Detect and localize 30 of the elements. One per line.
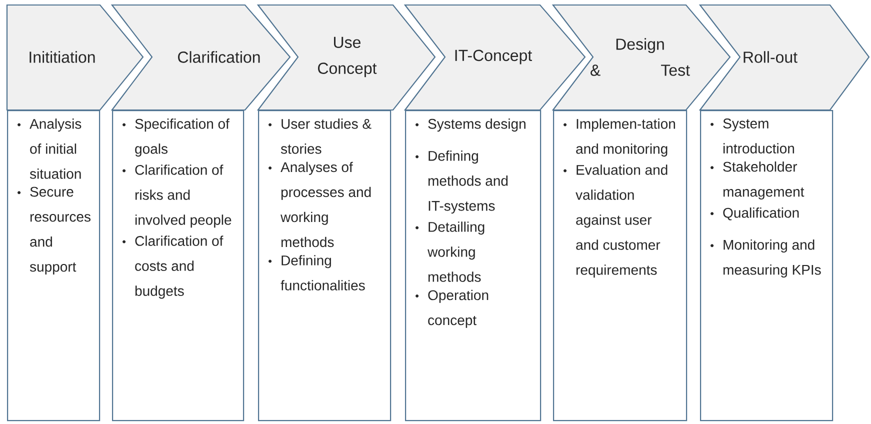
bullet-item: Detailling working methods — [416, 222, 484, 282]
bullet-item: Clarification of risks and involved people — [122, 164, 232, 228]
step-box — [112, 110, 244, 422]
bullet-item: Defining methods and IT-systems — [416, 150, 508, 214]
step-box — [700, 110, 834, 422]
bullet-item: Defining functionalities — [268, 255, 365, 290]
bullet-item: Secure resources and support — [18, 186, 90, 274]
bullet-item: Clarification of costs and budgets — [122, 236, 224, 299]
bullet-item: System introduction — [710, 118, 794, 154]
bullet-item: Operation concept — [416, 290, 488, 328]
step-box — [553, 110, 688, 422]
bullet-item: Evaluation and validation against user and customer requirements — [564, 164, 668, 278]
chevron-step: Roll-out — [698, 4, 870, 111]
bullet-item: Analyses of processes and working methods — [268, 162, 371, 248]
bullet-item: Implemen-tation and monitoring — [564, 118, 676, 157]
bullet-item: User studies & stories — [268, 118, 372, 154]
chevron-step: Clarification — [110, 4, 291, 111]
bullet-item: Systems design — [416, 118, 526, 132]
bullet-item: Specification of goals — [122, 118, 230, 157]
chevron-step: Design & Test — [552, 4, 731, 111]
chevron-step: Inititiation — [6, 4, 144, 111]
step-box — [258, 110, 392, 422]
node-label: Roll-out — [744, 51, 798, 63]
step-box — [405, 110, 542, 422]
bullet-item: Qualification — [710, 208, 799, 220]
bullet-item: Stakeholder management — [710, 161, 804, 200]
step-box — [7, 110, 100, 422]
chevron-step: IT-Concept — [404, 4, 586, 111]
bullet-item: Monitoring and measuring KPIs — [710, 240, 821, 278]
bullet-item: Analysis of initial situation — [18, 118, 82, 179]
